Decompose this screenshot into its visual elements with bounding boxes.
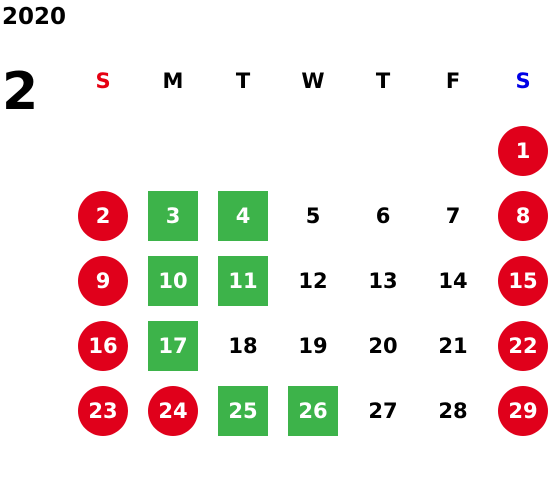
day-cell-13: 13	[368, 269, 398, 293]
day-cell-17: 17	[148, 321, 198, 371]
weekday-header-monday: M	[162, 69, 184, 93]
day-cell-18: 18	[228, 334, 258, 358]
day-cell-12: 12	[298, 269, 328, 293]
day-cell-29: 29	[498, 386, 548, 436]
day-cell-8: 8	[498, 191, 548, 241]
year-label: 2020	[2, 4, 67, 30]
day-cell-9: 9	[78, 256, 128, 306]
weekday-header-wednesday: W	[301, 69, 325, 93]
day-cell-25: 25	[218, 386, 268, 436]
day-cell-20: 20	[368, 334, 398, 358]
day-cell-23: 23	[78, 386, 128, 436]
day-cell-26: 26	[288, 386, 338, 436]
weekday-header-tuesday: T	[235, 69, 251, 93]
day-cell-6: 6	[375, 204, 391, 228]
day-cell-1: 1	[498, 126, 548, 176]
weekday-header-thursday: T	[375, 69, 391, 93]
day-cell-19: 19	[298, 334, 328, 358]
day-cell-5: 5	[305, 204, 321, 228]
day-cell-4: 4	[218, 191, 268, 241]
day-cell-24: 24	[148, 386, 198, 436]
day-cell-15: 15	[498, 256, 548, 306]
day-cell-22: 22	[498, 321, 548, 371]
day-cell-28: 28	[438, 399, 468, 423]
day-cell-14: 14	[438, 269, 468, 293]
weekday-header-friday: F	[445, 69, 461, 93]
day-cell-21: 21	[438, 334, 468, 358]
day-cell-2: 2	[78, 191, 128, 241]
day-cell-11: 11	[218, 256, 268, 306]
day-cell-7: 7	[445, 204, 461, 228]
weekday-header-sunday: S	[95, 69, 111, 93]
day-cell-16: 16	[78, 321, 128, 371]
day-cell-10: 10	[148, 256, 198, 306]
weekday-header-saturday: S	[515, 69, 531, 93]
day-cell-3: 3	[148, 191, 198, 241]
day-cell-27: 27	[368, 399, 398, 423]
month-label: 2	[2, 62, 39, 122]
